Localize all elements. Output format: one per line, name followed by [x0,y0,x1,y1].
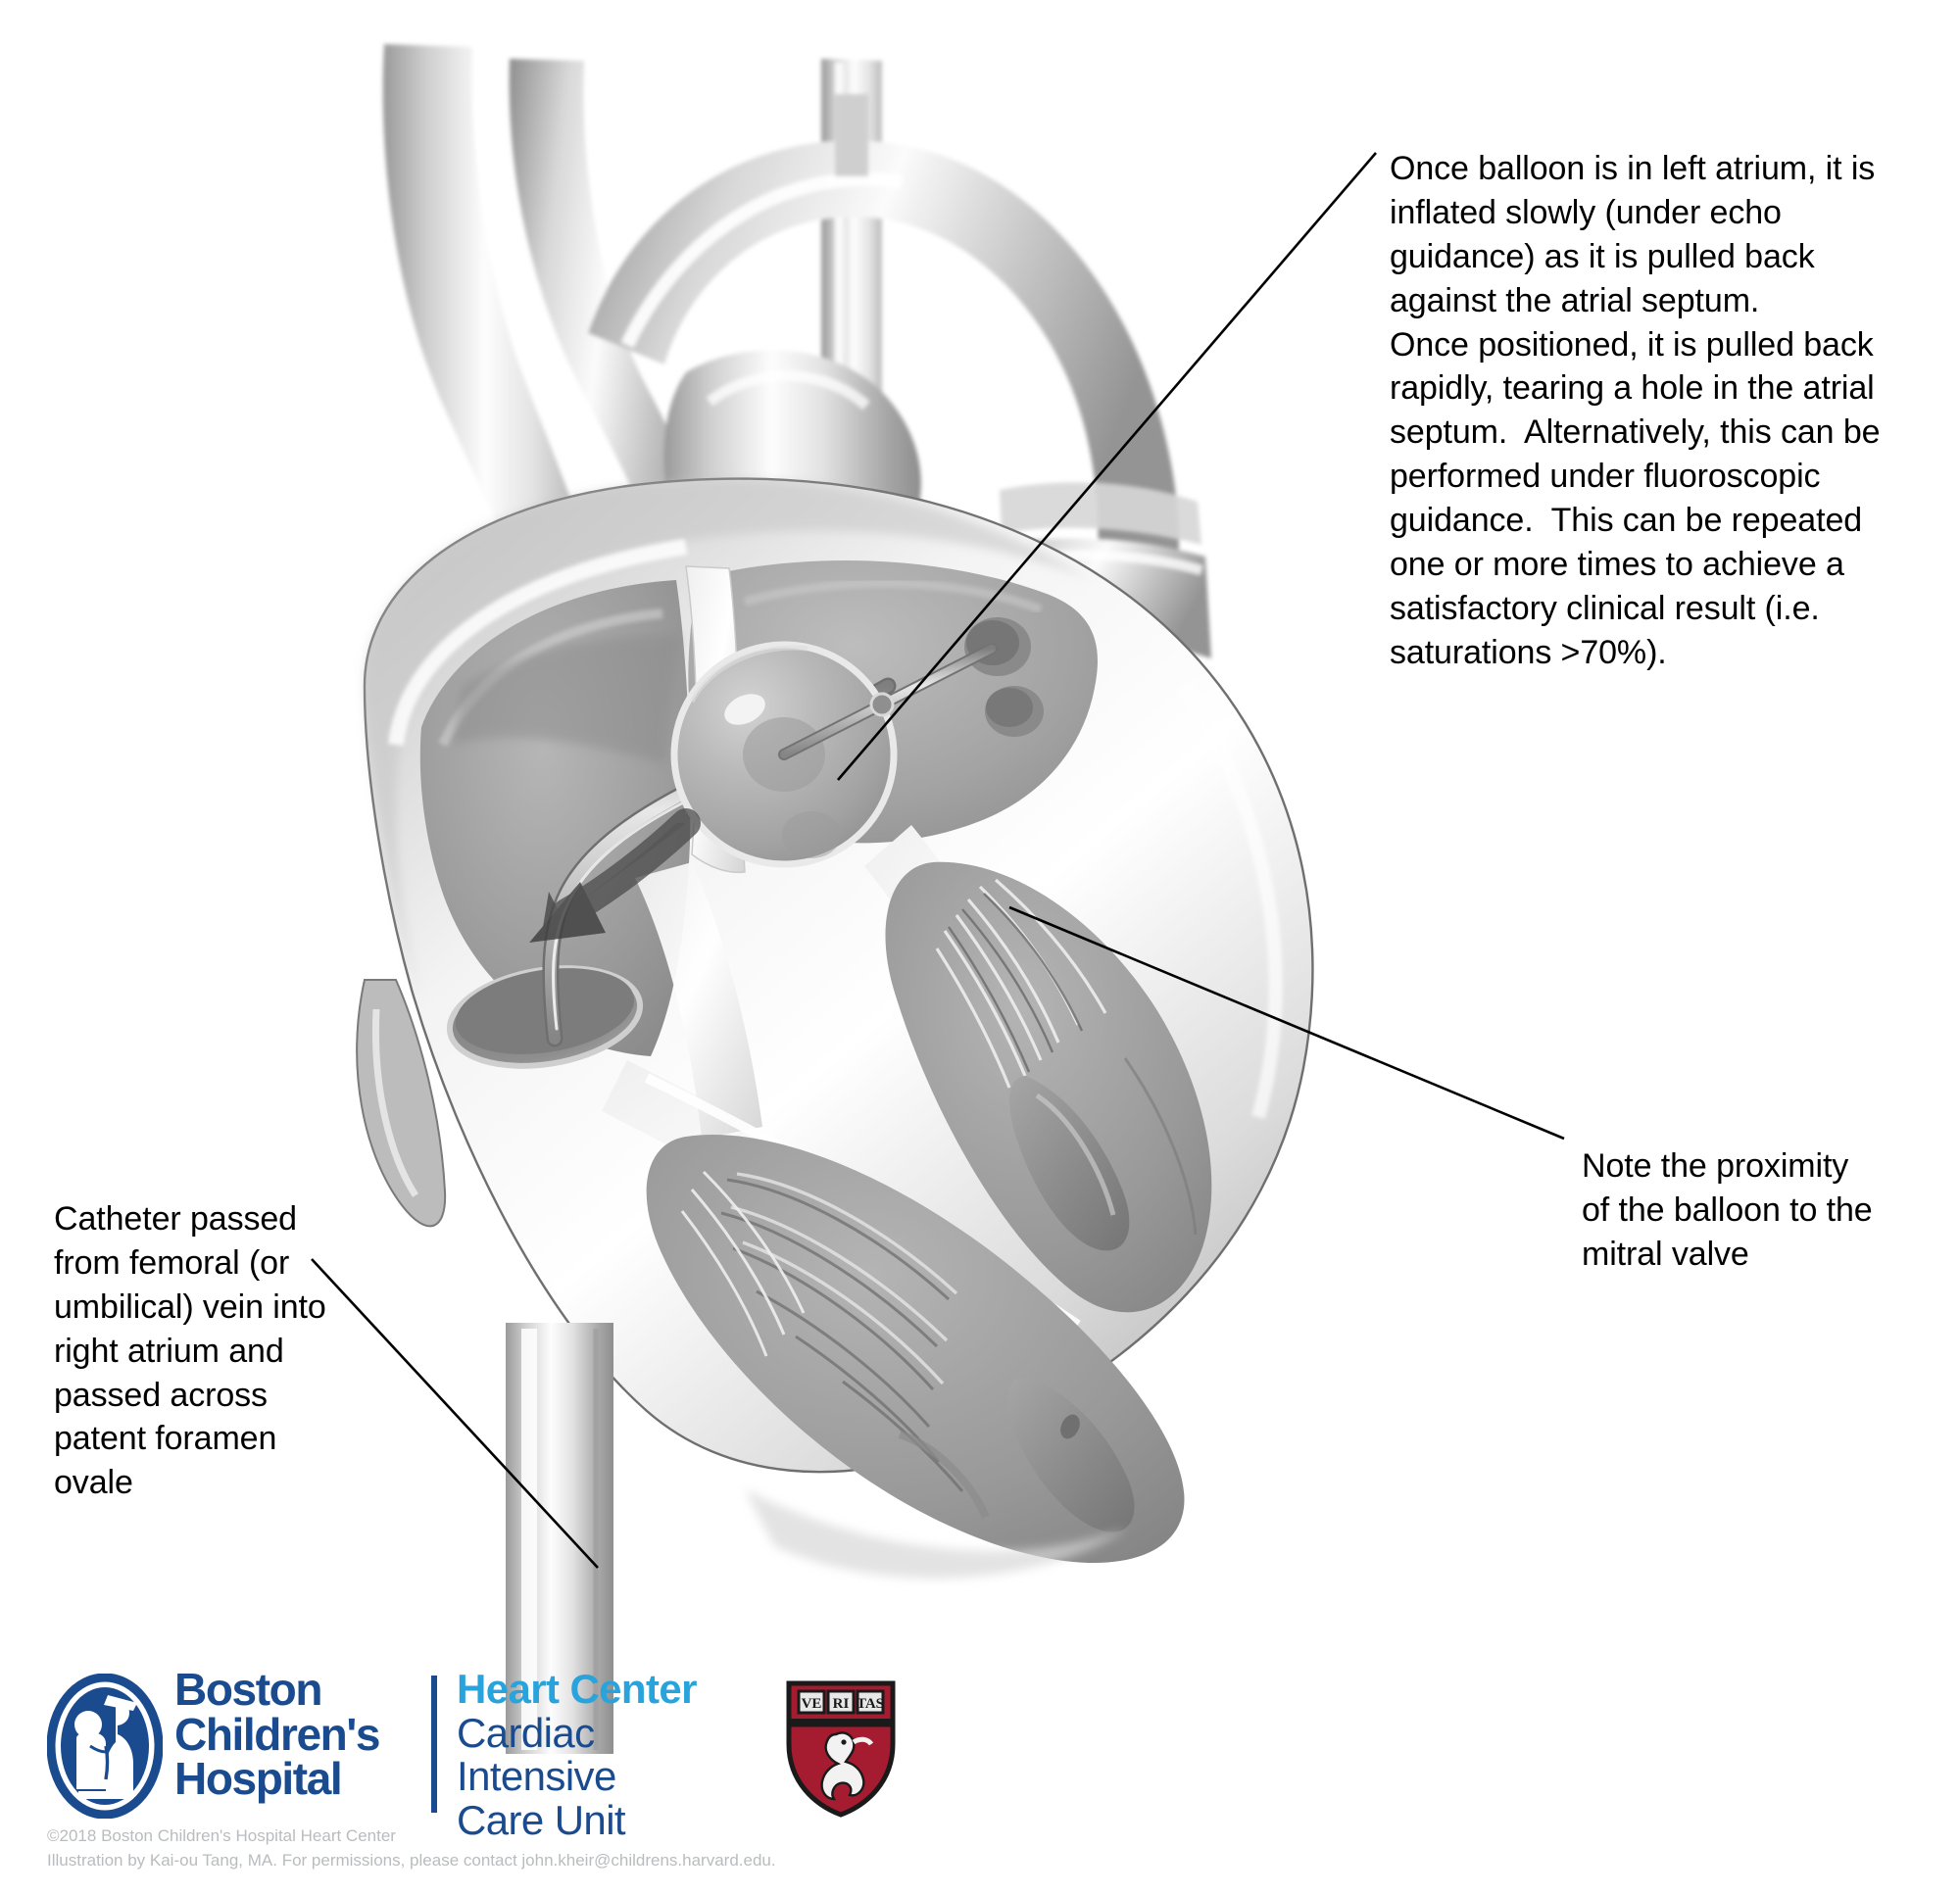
svg-text:VE: VE [802,1696,822,1712]
heart-center-title: Heart Center [457,1666,697,1712]
hospital-word-childrens: Children's [174,1708,380,1760]
svg-text:RI: RI [833,1696,850,1712]
cicu-line-1: Cardiac Intensive [457,1709,616,1800]
cicu-line-2: Care Unit [457,1796,626,1843]
hospital-word-boston: Boston [174,1664,322,1715]
annotation-balloon-inflation: Once balloon is in left atrium, it is in… [1390,150,1881,671]
credits-block: ©2018 Boston Children's Hospital Heart C… [47,1824,1125,1872]
leader-line-mitral [1008,905,1565,1141]
boston-childrens-hospital-seal-icon [47,1674,163,1819]
left-atrial-appendage [356,979,447,1228]
copyright-line: ©2018 Boston Children's Hospital Heart C… [47,1826,396,1845]
papillary-muscle [1009,1076,1130,1251]
leader-lines [311,152,1565,1569]
inferior-vena-cava [506,1323,613,1754]
heart-center-wordmark: Heart Center Cardiac Intensive Care Unit [457,1666,751,1843]
hospital-word-hospital: Hospital [174,1753,343,1805]
papillary-muscle [1007,1377,1135,1532]
hospital-wordmark: Boston Children's Hospital [174,1664,415,1805]
annotation-mitral-proximity: Note the proximity of the balloon to the… [1582,1147,1882,1273]
logo-divider [431,1676,437,1813]
cardiac-apex [745,1489,1127,1579]
catheter-direction-arrow [529,808,701,943]
right-ventricle-chamber [646,1134,1185,1564]
svg-text:TAS: TAS [857,1696,884,1712]
harvard-medical-school-shield-icon: VE RI TAS [786,1680,896,1818]
balloon-catheter [542,641,998,1047]
annotation-catheter-route: Catheter passed from femoral (or umbilic… [54,1200,336,1502]
leader-line-catheter [311,1258,599,1569]
leader-line-balloon [837,152,1377,781]
logo-bar: Boston Children's Hospital Heart Center … [47,1664,896,1841]
left-ventricle-chamber [885,861,1212,1313]
illustrator-line: Illustration by Kai-ou Tang, MA. For per… [47,1850,776,1870]
